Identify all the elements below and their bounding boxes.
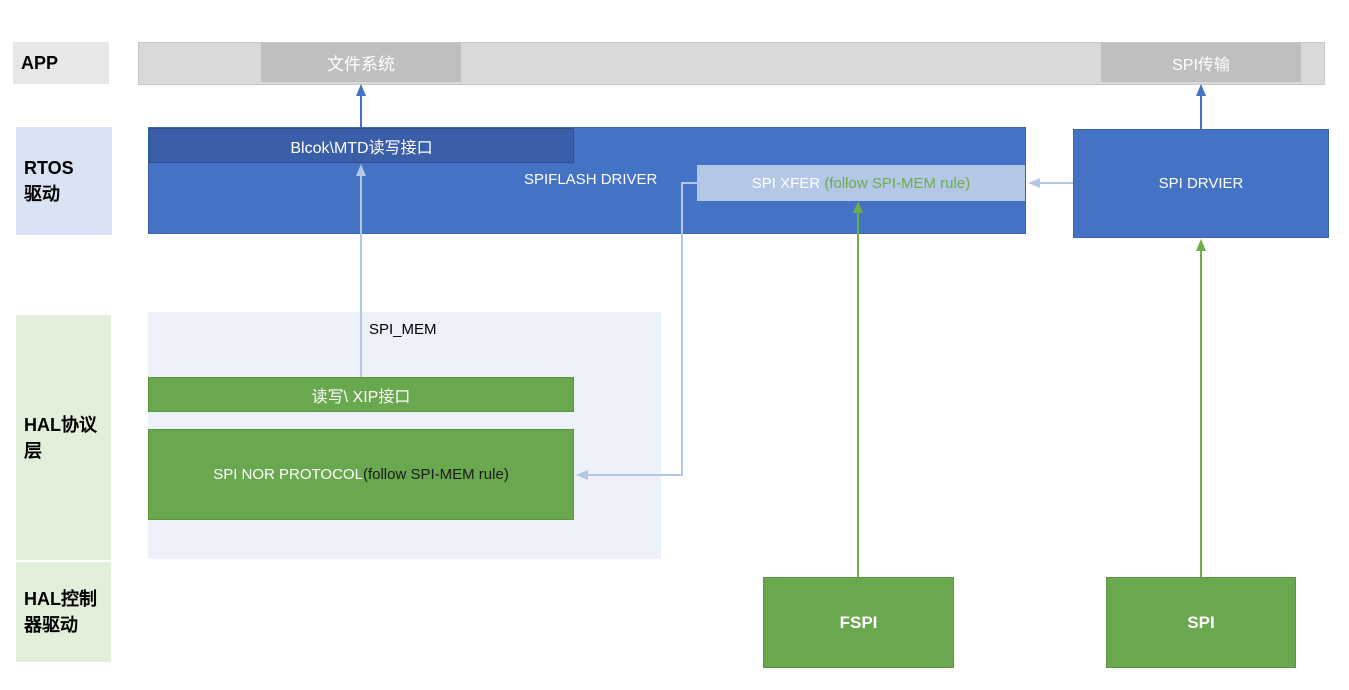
spi-nor-protocol-label: SPI NOR PROTOCOL [213,466,363,483]
layer-label-hal-protocol: HAL协议 层 [16,315,111,560]
filesystem-box: 文件系统 [261,43,461,82]
spiflash-driver-label: SPIFLASH DRIVER [524,171,658,188]
spi-driver-box: SPI DRVIER [1073,129,1329,238]
arrowhead-filesystem [356,84,366,96]
spi-xfer-label: SPI XFER [751,174,825,192]
arrowhead-xfer [1028,178,1040,188]
spi-xfer-box: SPI XFER (follow SPI-MEM rule) [697,165,1025,201]
spi-xfer-rule: (follow SPI-MEM rule) [824,174,971,192]
spi-nor-protocol-rule: (follow SPI-MEM rule) [362,466,509,483]
spi-transfer-box: SPI传输 [1101,43,1301,82]
layer-label-rtos: RTOS 驱动 [16,127,112,235]
spi-mem-label: SPI_MEM [369,321,437,338]
arrowhead-spidriver-green [1196,239,1206,251]
spi-nor-protocol-box: SPI NOR PROTOCOL(follow SPI-MEM rule) [148,429,574,520]
layer-label-hal-controller: HAL控制 器驱动 [16,562,111,662]
spi-controller-box: SPI [1106,577,1296,668]
fspi-controller-box: FSPI [763,577,954,668]
arrowhead-spi-transfer [1196,84,1206,96]
block-mtd-interface-box: Blcok\MTD读写接口 [149,128,574,163]
rw-xip-interface-box: 读写\ XIP接口 [148,377,574,412]
layer-label-app: APP [13,42,109,84]
